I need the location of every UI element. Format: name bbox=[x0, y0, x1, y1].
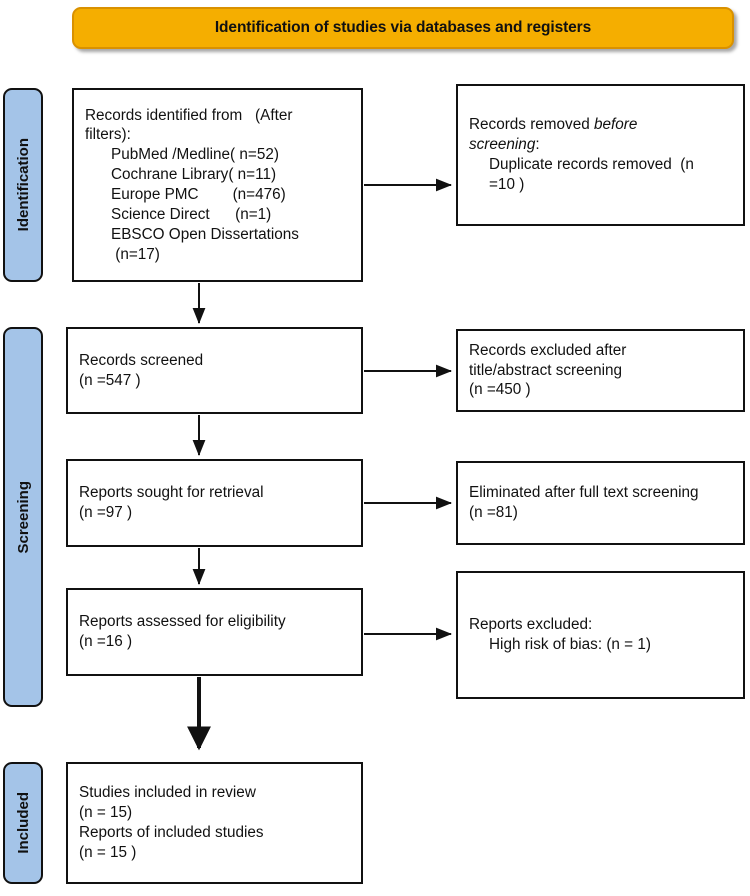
box-reports-assessed-for-eligibility: Reports assessed for eligibility (n =16 … bbox=[66, 588, 363, 676]
duplicate-records-removed-label: Duplicate records removed (n bbox=[489, 156, 694, 173]
stage-label-included: Included bbox=[3, 762, 43, 884]
box-eliminated-after-full-text-screening: Eliminated after full text screening (n … bbox=[456, 461, 745, 545]
records-identified-line-2: filters): bbox=[85, 126, 131, 144]
stage-label-identification: Identification bbox=[3, 88, 43, 282]
reports-assessed-label: Reports assessed for eligibility bbox=[79, 613, 286, 631]
box-records-identified: Records identified from (After filters):… bbox=[72, 88, 363, 282]
records-screened-count: (n =547 ) bbox=[79, 371, 141, 389]
reports-assessed-count: (n =16 ) bbox=[79, 633, 133, 650]
records-identified-source-sciencedirect: Science Direct (n=1) bbox=[111, 205, 272, 223]
reports-excluded-label: Reports excluded: bbox=[469, 616, 593, 634]
box-records-screened: Records screened (n =547 ) bbox=[66, 327, 363, 414]
records-removed-prefix: Records removed bbox=[469, 116, 594, 134]
box-studies-included: Studies included in review (n = 15) Repo… bbox=[66, 762, 363, 884]
records-removed-line-2: screening: bbox=[469, 135, 732, 155]
box-reports-sought-for-retrieval: Reports sought for retrieval (n =97 ) bbox=[66, 459, 363, 547]
eliminated-full-text-count: (n =81) bbox=[469, 504, 518, 521]
records-identified-source-ebsco: EBSCO Open Dissertations bbox=[111, 225, 299, 243]
box-records-removed-before-screening: Records removed before screening: Duplic… bbox=[456, 84, 745, 226]
records-identified-source-ebsco-count: (n=17) bbox=[111, 245, 160, 263]
studies-included-label: Studies included in review bbox=[79, 784, 256, 802]
duplicate-records-removed-count: =10 ) bbox=[489, 175, 525, 193]
stage-label-screening: Screening bbox=[3, 327, 43, 707]
records-identified-source-europepmc: Europe PMC (n=476) bbox=[111, 186, 286, 203]
studies-included-count: (n = 15) bbox=[79, 804, 133, 822]
reports-sought-label: Reports sought for retrieval bbox=[79, 484, 264, 502]
reports-excluded-high-risk-of-bias: High risk of bias: (n = 1) bbox=[489, 636, 651, 653]
records-identified-line-1: Records identified from (After bbox=[85, 106, 293, 124]
reports-of-included-studies-count: (n = 15 ) bbox=[79, 843, 137, 861]
reports-sought-count: (n =97 ) bbox=[79, 504, 133, 521]
records-removed-colon: : bbox=[535, 136, 540, 154]
records-identified-source-pubmed: PubMed /Medline( n=52) bbox=[111, 146, 279, 164]
records-removed-line-1: Records removed before bbox=[469, 115, 732, 135]
box-records-excluded: Records excluded after title/abstract sc… bbox=[456, 329, 745, 412]
records-excluded-line-2: title/abstract screening bbox=[469, 361, 623, 379]
page-title: Identification of studies via databases … bbox=[214, 19, 592, 36]
eliminated-full-text-label: Eliminated after full text screening bbox=[469, 484, 699, 502]
box-reports-excluded: Reports excluded: High risk of bias: (n … bbox=[456, 571, 745, 699]
records-screened-label: Records screened bbox=[79, 351, 204, 369]
records-excluded-line-1: Records excluded after bbox=[469, 341, 627, 359]
records-identified-source-cochrane: Cochrane Library( n=11) bbox=[111, 166, 277, 184]
records-excluded-count: (n =450 ) bbox=[469, 381, 531, 399]
reports-of-included-studies-label: Reports of included studies bbox=[79, 824, 264, 841]
records-removed-emphasis-screening: screening bbox=[469, 136, 536, 154]
header-banner: Identification of studies via databases … bbox=[72, 7, 734, 49]
records-removed-emphasis-before: before bbox=[593, 116, 638, 134]
